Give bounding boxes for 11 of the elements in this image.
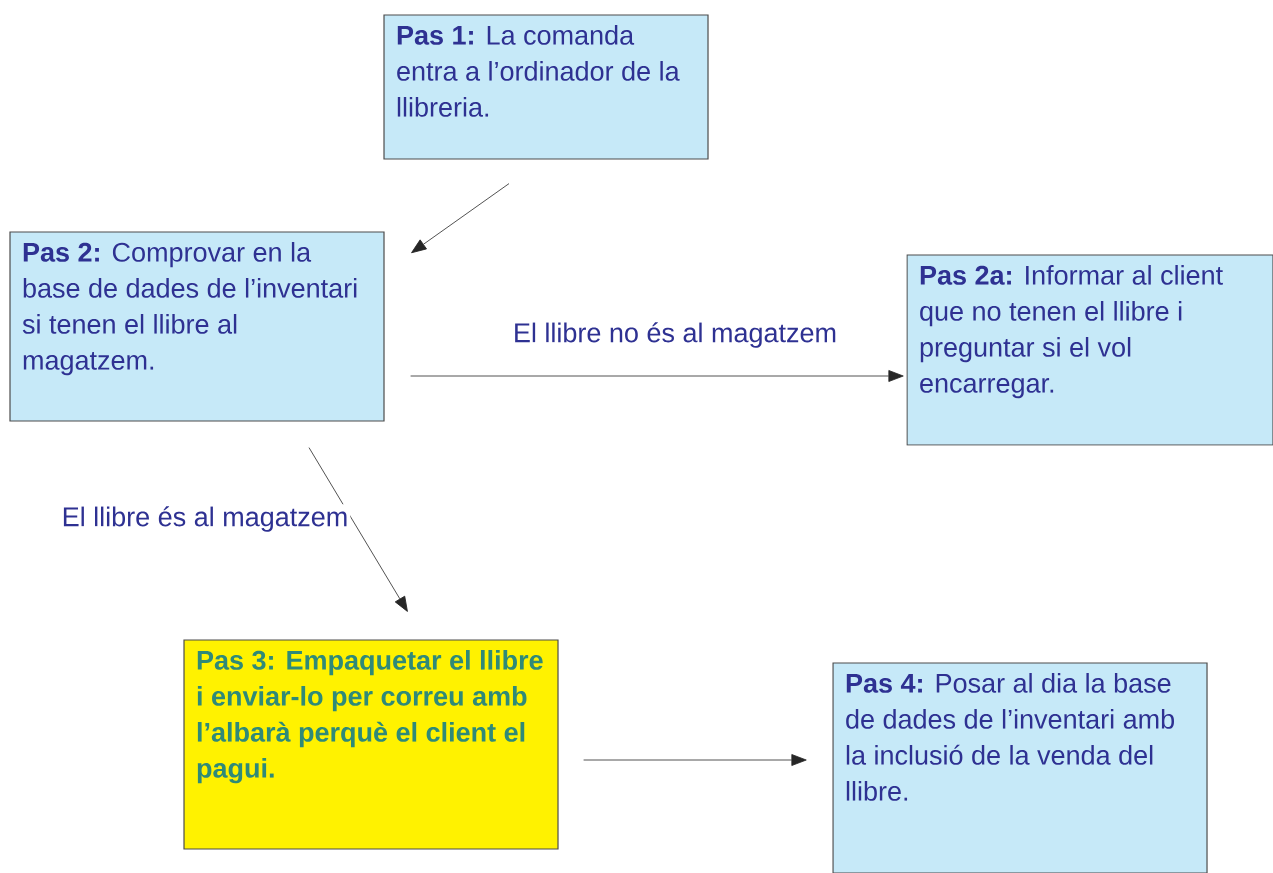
process-box: Pas 1: La comanda entra a l’ordinador de la llibreria. <box>383 14 709 160</box>
process-box: Pas 3: Empaquetar el llibre i enviar-lo per correu amb l’albarà perquè el client el pagui. <box>183 639 559 850</box>
process-box: Pas 4: Posar al dia la base de dades de l’inventari amb la inclusió de la venda del llibre. <box>832 662 1208 873</box>
arrow <box>411 183 510 254</box>
edge-label: El llibre és al magatzem <box>59 504 351 534</box>
arrow <box>308 447 408 612</box>
process-box: Pas 2: Comprovar en la base de dades de l’inventari si tenen el llibre al magatzem. <box>9 231 385 422</box>
arrow <box>410 370 904 382</box>
edge-label: El llibre no és al magatzem <box>510 320 840 350</box>
process-box: Pas 2a: Informar al client que no tenen el llibre i preguntar si el vol encarregar. <box>906 254 1273 446</box>
arrow <box>583 754 807 766</box>
